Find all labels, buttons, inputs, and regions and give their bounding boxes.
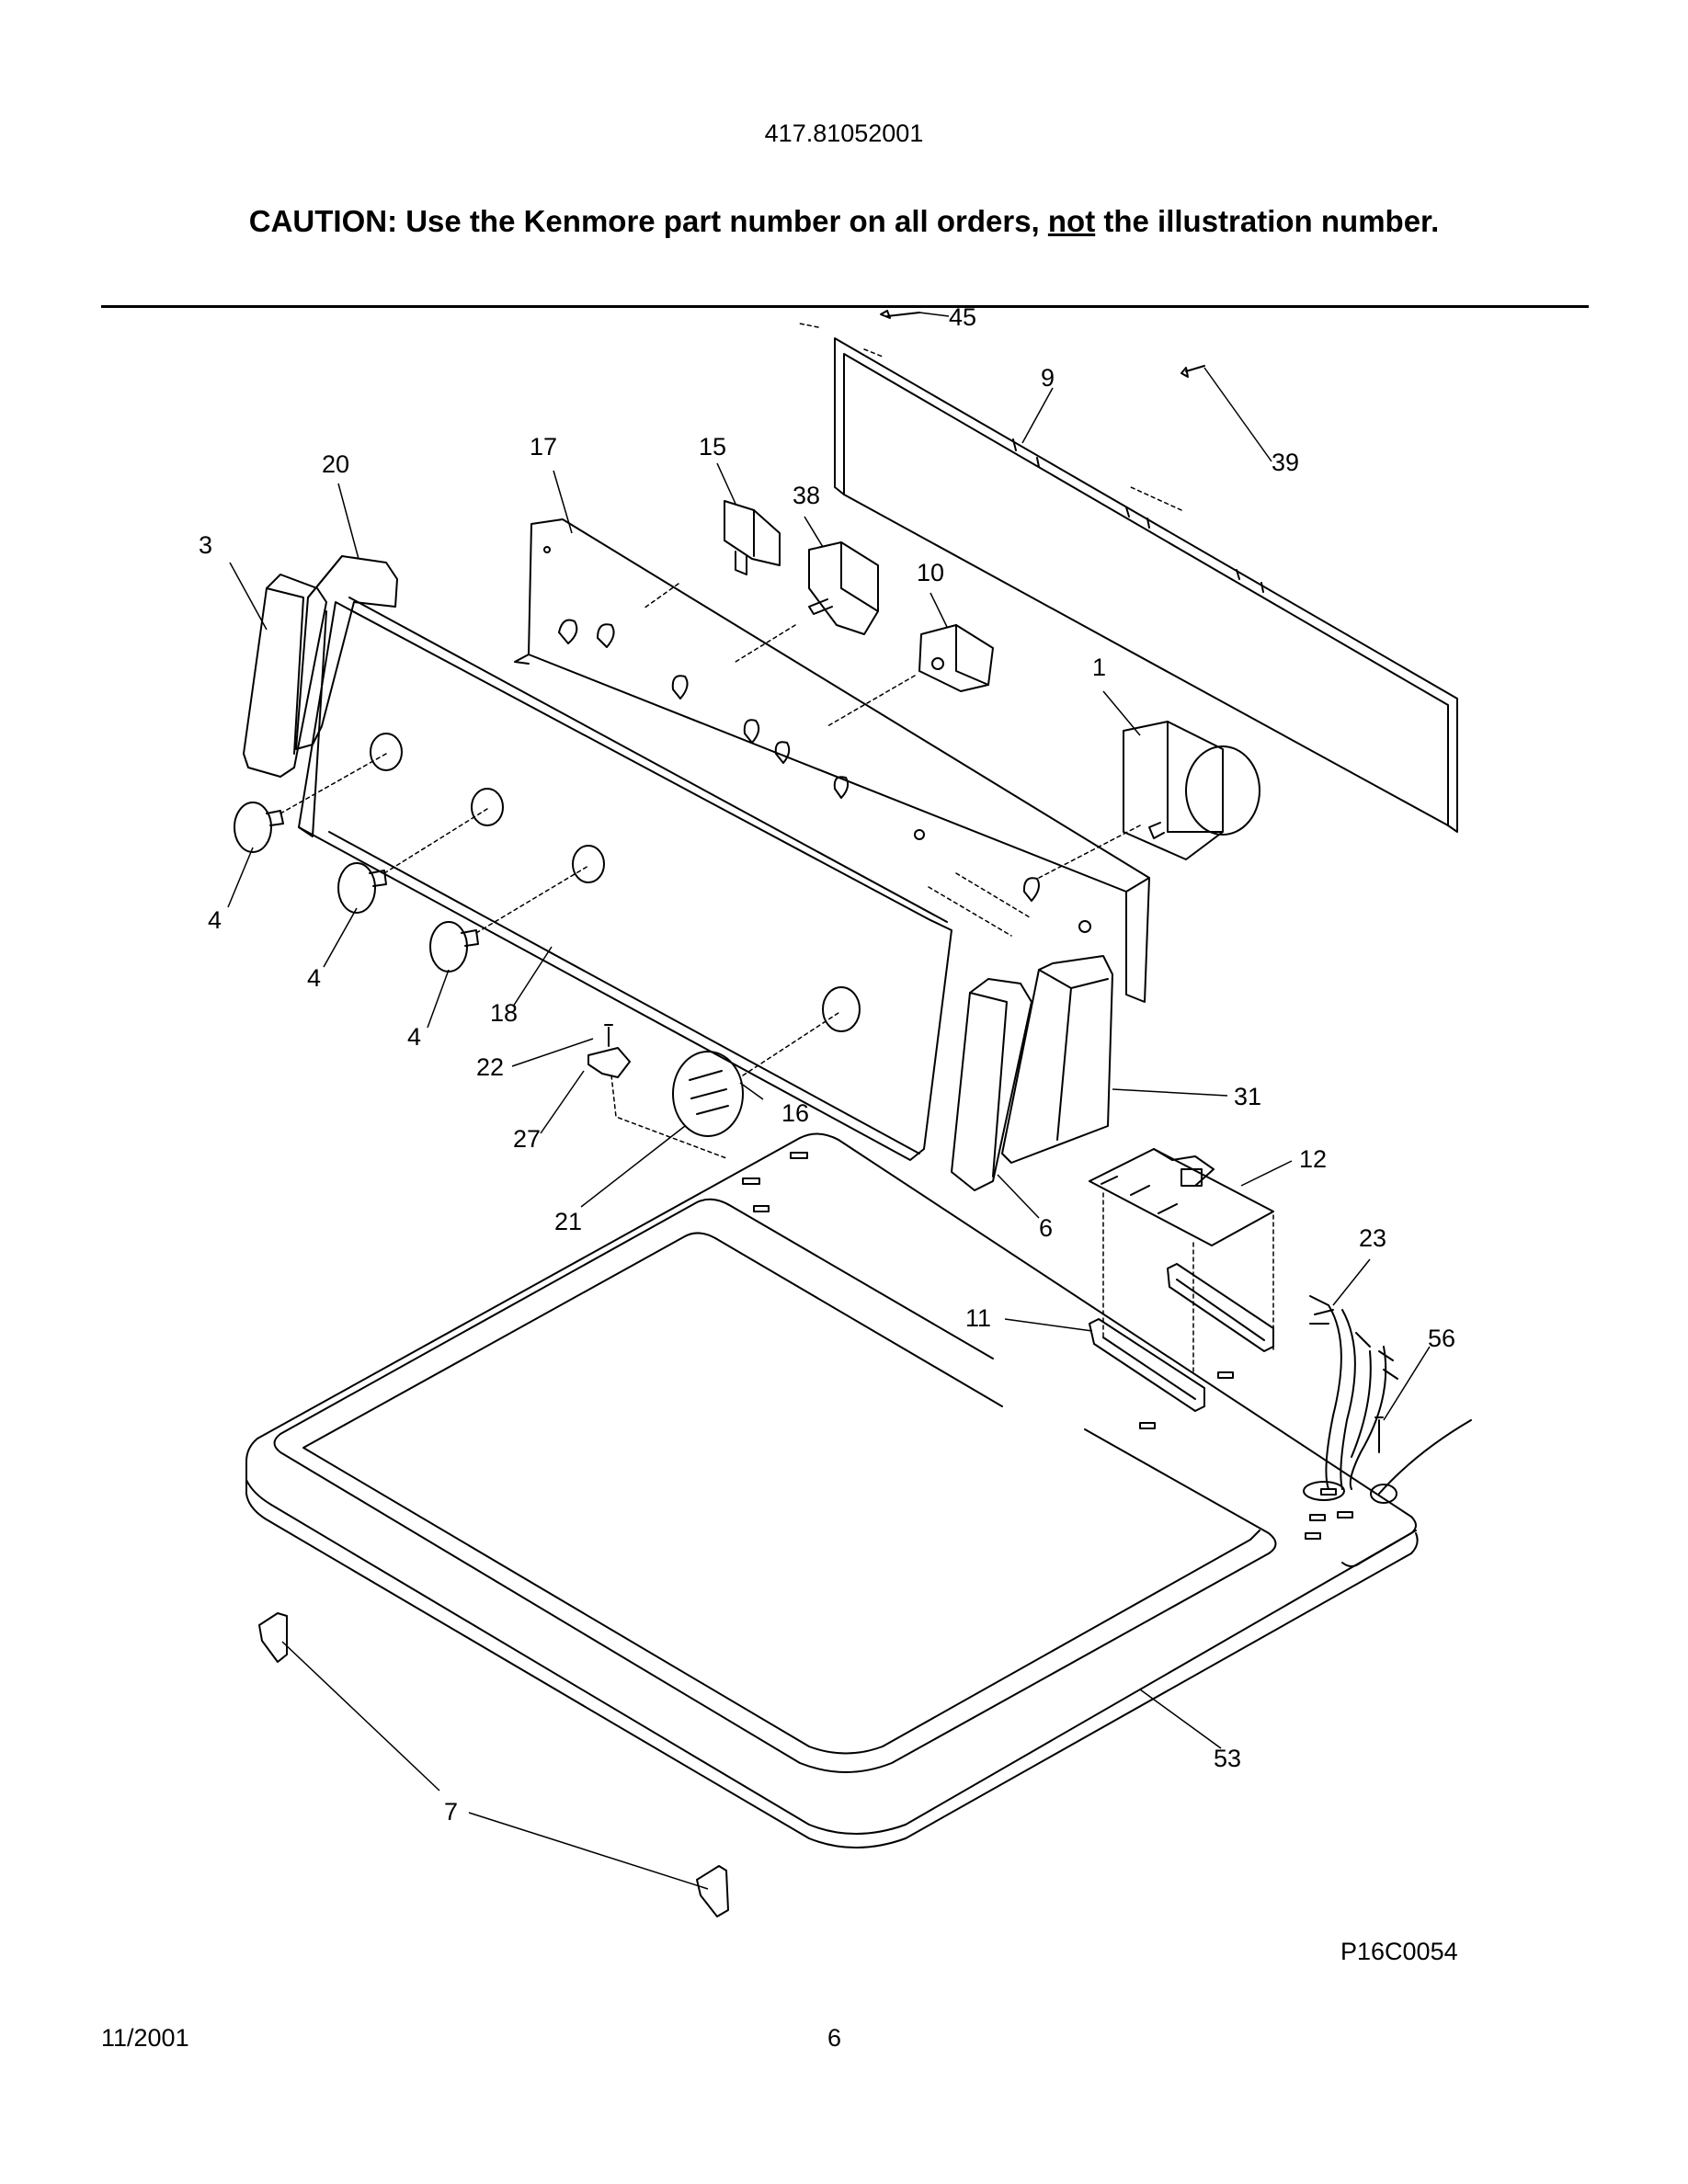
screw-22 — [604, 1024, 613, 1047]
control-board-12 — [1089, 1148, 1274, 1375]
callout-17: 17 — [530, 433, 557, 461]
callout-15: 15 — [699, 433, 726, 461]
bracket-27 — [587, 1047, 727, 1159]
clip-7a — [258, 1612, 288, 1663]
callout-4c: 4 — [407, 1023, 421, 1051]
callout-27: 27 — [513, 1125, 541, 1153]
callout-16: 16 — [781, 1099, 809, 1127]
callout-11: 11 — [965, 1304, 991, 1332]
top-panel — [245, 1132, 1419, 1848]
end-cap-31 — [1001, 955, 1113, 1164]
callout-20: 20 — [322, 450, 349, 478]
callout-39: 39 — [1272, 449, 1299, 476]
callout-53: 53 — [1214, 1745, 1241, 1772]
callout-1: 1 — [1092, 654, 1106, 681]
header-rule — [101, 305, 1589, 308]
callout-18: 18 — [490, 999, 518, 1027]
caution-emphasis: not — [1047, 204, 1096, 238]
rear-panel — [799, 323, 1458, 833]
timer-knob-21 — [672, 1010, 842, 1137]
screw-56 — [1374, 1416, 1384, 1453]
callout-6: 6 — [1039, 1214, 1053, 1242]
model-number: 417.81052001 — [764, 119, 924, 147]
timer-1 — [1038, 721, 1260, 879]
end-cap-6 — [951, 978, 1032, 1191]
callout-4a: 4 — [208, 906, 222, 934]
console-18 — [298, 597, 952, 1161]
switch-15 — [643, 500, 781, 609]
wire-harness-23 — [1303, 1295, 1472, 1504]
screw-39 — [1180, 365, 1205, 378]
support-bracket-11b — [1167, 1263, 1274, 1352]
support-bracket-11 — [1089, 1318, 1205, 1412]
illustration-code: P16C0054 — [1340, 1938, 1458, 1965]
knob-4a — [234, 753, 387, 853]
callout-3: 3 — [199, 531, 212, 559]
screw-45 — [880, 310, 920, 319]
switch-10 — [827, 624, 994, 727]
callout-38: 38 — [793, 482, 820, 509]
caution-notice: CAUTION: Use the Kenmore part number on … — [0, 204, 1688, 239]
caution-text-end: the illustration number. — [1095, 204, 1440, 238]
callout-45: 45 — [949, 303, 976, 331]
callout-labels: 45 9 39 20 17 15 38 3 10 1 4 4 4 18 22 1… — [199, 303, 1455, 1826]
leader-lines — [227, 312, 1431, 1890]
callout-22: 22 — [476, 1053, 504, 1081]
callout-31: 31 — [1234, 1083, 1261, 1110]
caution-text: CAUTION: Use the Kenmore part number on … — [248, 204, 1048, 238]
knob-4c — [429, 865, 589, 973]
callout-23: 23 — [1359, 1224, 1386, 1252]
end-cap-20 — [295, 555, 398, 750]
callout-7: 7 — [444, 1798, 458, 1826]
callout-10: 10 — [917, 559, 944, 586]
callout-56: 56 — [1428, 1325, 1455, 1352]
callout-9: 9 — [1041, 364, 1055, 392]
footer-date: 11/2001 — [101, 2024, 189, 2052]
knob-4b — [337, 808, 488, 914]
switch-38 — [735, 541, 879, 663]
end-cap-3 — [243, 574, 327, 778]
callout-21: 21 — [554, 1208, 582, 1235]
control-panel-back — [514, 518, 1150, 1003]
page-number: 6 — [827, 2024, 842, 2052]
clip-7b — [696, 1865, 729, 1917]
callout-4b: 4 — [307, 964, 321, 992]
callout-12: 12 — [1299, 1145, 1327, 1173]
